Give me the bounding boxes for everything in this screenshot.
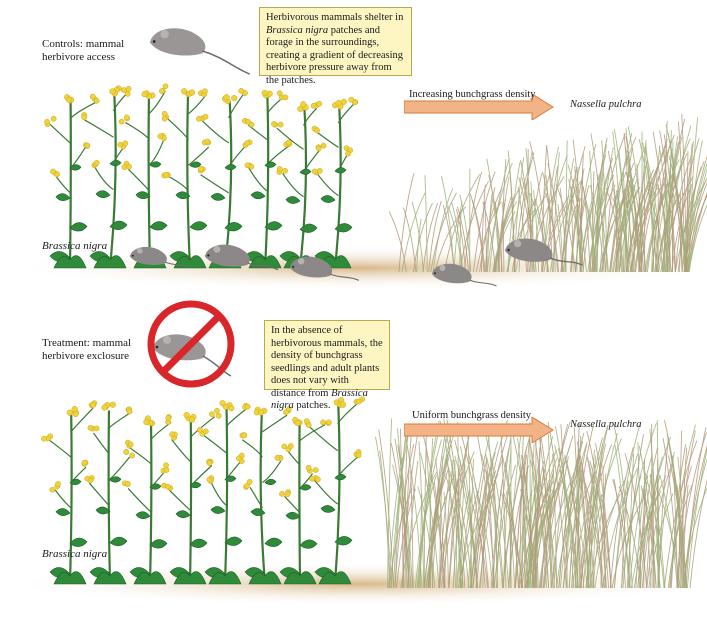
mice-group: [130, 238, 583, 287]
plant-label-controls: Brassica nigra: [42, 240, 108, 252]
controls-scene: [0, 28, 707, 290]
condition-label-treatment: Treatment: mammal herbivore exclosure: [42, 337, 132, 362]
plant-label-treatment: Brassica nigra: [42, 548, 108, 560]
density-arrow: [404, 417, 554, 443]
grass-label-treatment: Nassella pulchra: [570, 419, 642, 430]
mouse-icon: [505, 238, 583, 266]
mouse-icon: [290, 256, 360, 281]
treatment-scene: [0, 300, 707, 606]
arrow-label-controls: Increasing bunchgrass density: [409, 89, 536, 100]
brassica-patch: [41, 396, 366, 585]
controls-panel: Controls: mammal herbivore access Herbiv…: [0, 0, 707, 300]
density-arrow: [404, 94, 554, 120]
mouse-icon: [205, 244, 279, 271]
callout-text-treatment: In the absence of herbivorous mammals, t…: [271, 325, 383, 411]
treatment-panel: Treatment: mammal herbivore exclosure In…: [0, 300, 707, 619]
mouse-icon: [432, 263, 497, 287]
bunchgrass-field: [388, 114, 707, 273]
brassica-patch: [44, 83, 358, 269]
condition-label-controls: Controls: mammal herbivore access: [42, 38, 125, 63]
arrow-label-treatment: Uniform bunchgrass density: [412, 410, 531, 421]
grass-label-controls: Nassella pulchra: [570, 99, 642, 110]
callout-treatment: In the absence of herbivorous mammals, t…: [264, 320, 390, 411]
callout-text-controls: Herbivorous mammals shelter in Brassica …: [266, 12, 404, 86]
mouse-icon: [150, 28, 251, 75]
callout-controls: Herbivorous mammals shelter in Brassica …: [259, 7, 412, 86]
mouse-icon: [130, 246, 191, 269]
bunchgrass-field: [375, 418, 707, 589]
no-mammal-sign-icon: [147, 300, 235, 388]
